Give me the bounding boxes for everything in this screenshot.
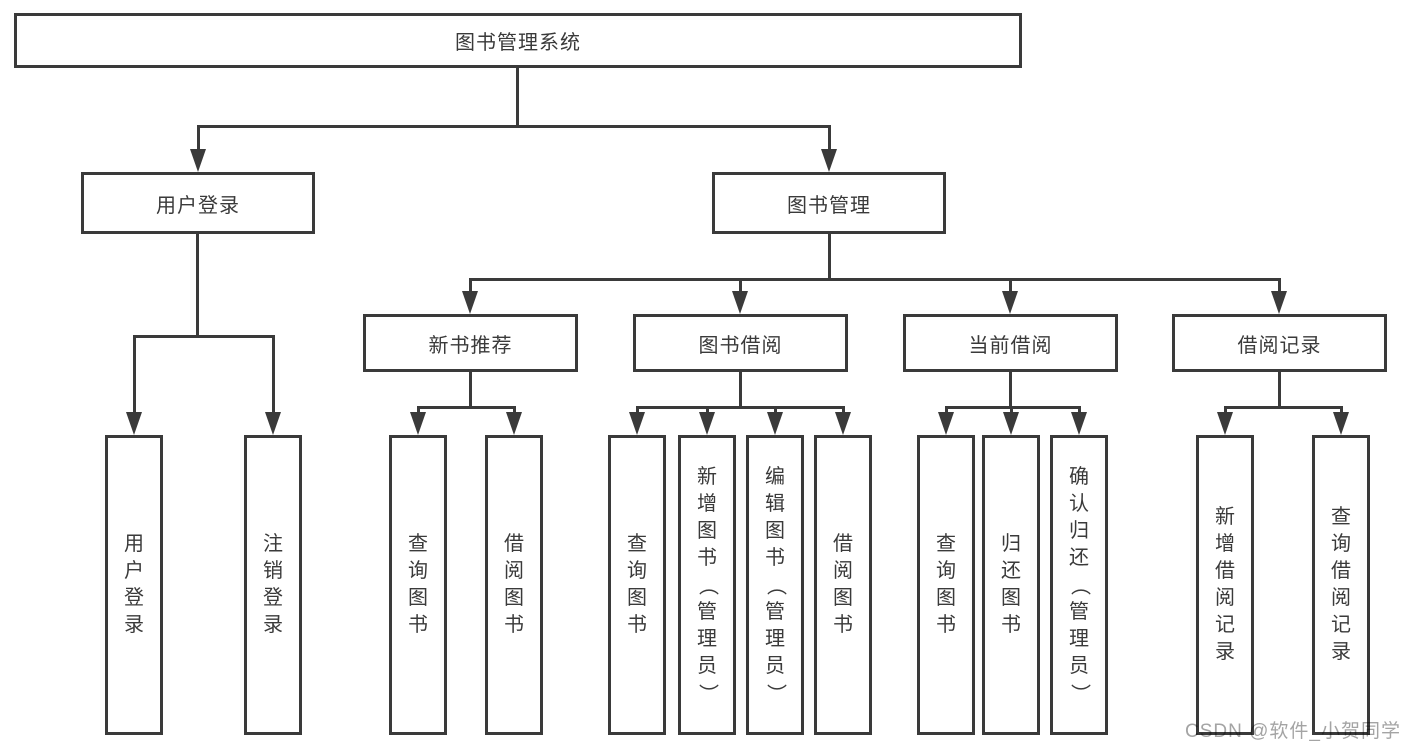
- connector-current-borrow-branch: [945, 406, 1081, 409]
- leaf-borrow-books-rec: 借阅图书: [485, 435, 543, 735]
- leaf-logout: 注销登录: [244, 435, 302, 735]
- arrow-icon: [699, 412, 715, 435]
- connector-drop: [1340, 406, 1343, 414]
- node-book-mgmt: 图书管理: [712, 172, 946, 234]
- connector-drop: [945, 406, 948, 414]
- connector-drop: [1010, 406, 1013, 414]
- connector-book-borrow-branch: [636, 406, 844, 409]
- arrow-to-user-login-icon: [190, 149, 206, 172]
- arrow-icon: [1003, 412, 1019, 435]
- connector-drop: [842, 406, 845, 414]
- leaf-query-books-rec: 查询图书: [389, 435, 447, 735]
- connector-drop-leaf-login: [133, 335, 136, 415]
- connector-new-book-rec-branch: [417, 406, 516, 409]
- connector-root-stub: [516, 68, 519, 125]
- node-new-book-rec: 新书推荐: [363, 314, 578, 372]
- arrow-to-current-borrow-icon: [1002, 291, 1018, 314]
- connector-drop-book-mgmt: [828, 125, 831, 153]
- leaf-add-books-admin: 新增图书（管理员）: [678, 435, 736, 735]
- arrow-icon: [1333, 412, 1349, 435]
- node-book-borrow: 图书借阅: [633, 314, 848, 372]
- leaf-query-borrow-record: 查询借阅记录: [1312, 435, 1370, 735]
- arrow-icon: [506, 412, 522, 435]
- connector-level2-branch: [197, 125, 831, 128]
- leaf-edit-books-admin: 编辑图书（管理员）: [746, 435, 804, 735]
- connector-drop-new-book-rec: [469, 278, 472, 294]
- arrow-icon: [767, 412, 783, 435]
- arrow-icon: [938, 412, 954, 435]
- csdn-watermark: CSDN @软件_小贺同学: [1185, 721, 1401, 742]
- arrow-icon: [410, 412, 426, 435]
- connector-user-login-stub: [196, 234, 199, 335]
- connector-drop: [417, 406, 420, 414]
- connector-book-borrow-stub: [739, 372, 742, 409]
- arrow-icon: [1217, 412, 1233, 435]
- connector-drop: [636, 406, 639, 414]
- arrow-to-book-mgmt-icon: [821, 149, 837, 172]
- arrow-to-leaf-login-icon: [126, 412, 142, 435]
- leaf-query-books-current: 查询图书: [917, 435, 975, 735]
- connector-drop: [1078, 406, 1081, 414]
- arrow-to-borrow-records-icon: [1271, 291, 1287, 314]
- leaf-user-login: 用户登录: [105, 435, 163, 735]
- leaf-borrow-books: 借阅图书: [814, 435, 872, 735]
- leaf-query-books-borrow: 查询图书: [608, 435, 666, 735]
- arrow-icon: [835, 412, 851, 435]
- arrow-icon: [1071, 412, 1087, 435]
- connector-book-mgmt-stub: [828, 234, 831, 278]
- connector-drop: [1224, 406, 1227, 414]
- leaf-confirm-return-admin: 确认归还（管理员）: [1050, 435, 1108, 735]
- node-current-borrow: 当前借阅: [903, 314, 1118, 372]
- connector-current-borrow-stub: [1009, 372, 1012, 409]
- connector-drop: [513, 406, 516, 414]
- connector-drop: [706, 406, 709, 414]
- node-borrow-records: 借阅记录: [1172, 314, 1387, 372]
- arrow-to-leaf-logout-icon: [265, 412, 281, 435]
- connector-drop-current-borrow: [1009, 278, 1012, 294]
- leaf-add-borrow-record: 新增借阅记录: [1196, 435, 1254, 735]
- arrow-to-book-borrow-icon: [732, 291, 748, 314]
- connector-drop-book-borrow: [739, 278, 742, 294]
- connector-borrow-records-branch: [1224, 406, 1343, 409]
- connector-new-book-rec-stub: [469, 372, 472, 409]
- connector-level3-branch: [469, 278, 1281, 281]
- node-root-library-system: 图书管理系统: [14, 13, 1022, 68]
- connector-drop: [774, 406, 777, 414]
- connector-drop-borrow-records: [1278, 278, 1281, 294]
- connector-drop-leaf-logout: [272, 335, 275, 415]
- connector-drop-user-login: [197, 125, 200, 153]
- arrow-icon: [629, 412, 645, 435]
- arrow-to-new-book-rec-icon: [462, 291, 478, 314]
- connector-user-login-branch: [133, 335, 274, 338]
- node-user-login: 用户登录: [81, 172, 315, 234]
- connector-borrow-records-stub: [1278, 372, 1281, 409]
- leaf-return-books: 归还图书: [982, 435, 1040, 735]
